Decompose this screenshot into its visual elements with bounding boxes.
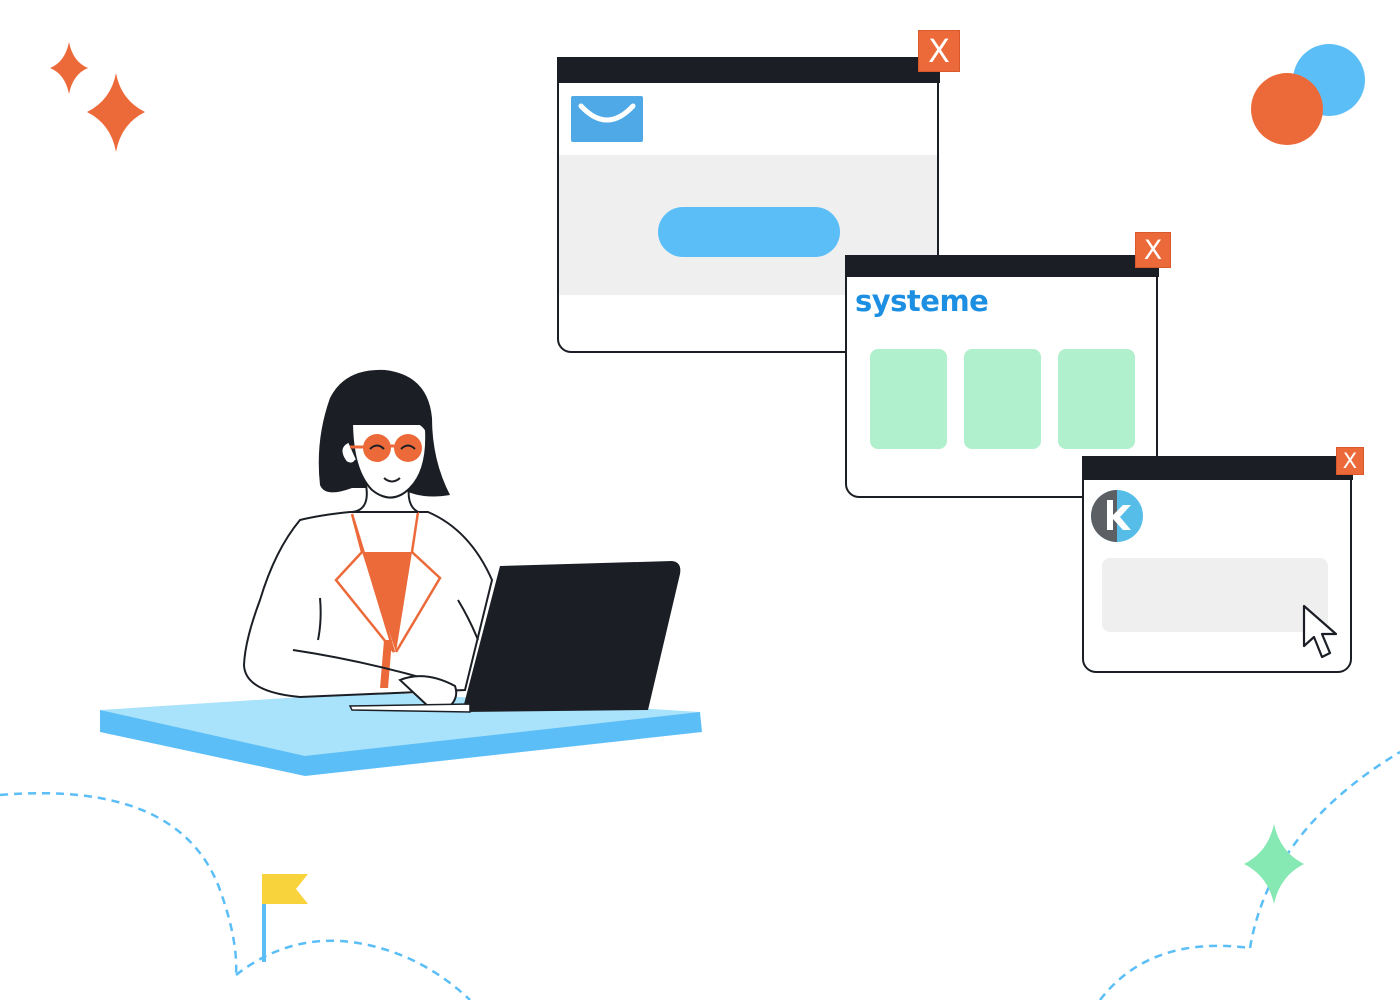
close-button[interactable]: X (1135, 232, 1171, 268)
window-titlebar (844, 254, 1159, 277)
sparkle-icon (50, 42, 88, 94)
card (1058, 349, 1135, 449)
circles-icon (1251, 44, 1365, 145)
card (870, 349, 947, 449)
smile-logo-icon (571, 96, 643, 142)
systeme-logo: systeme (855, 284, 989, 318)
window-systeme: systeme (844, 254, 1159, 498)
cta-button[interactable] (658, 207, 840, 257)
close-button[interactable]: X (1336, 447, 1364, 475)
close-button[interactable]: X (918, 30, 960, 72)
glasses (350, 434, 422, 462)
window-kartra (1081, 455, 1353, 673)
laptop-icon (348, 561, 681, 713)
window-titlebar (556, 56, 940, 83)
window-titlebar (1081, 455, 1353, 480)
flag-icon (262, 874, 308, 962)
card (964, 349, 1041, 449)
sparkle-icon (1244, 824, 1304, 904)
input-field[interactable] (1102, 558, 1328, 632)
cursor-icon (1302, 604, 1338, 659)
k-logo-icon (1091, 490, 1143, 542)
sparkle-icon (87, 73, 145, 152)
